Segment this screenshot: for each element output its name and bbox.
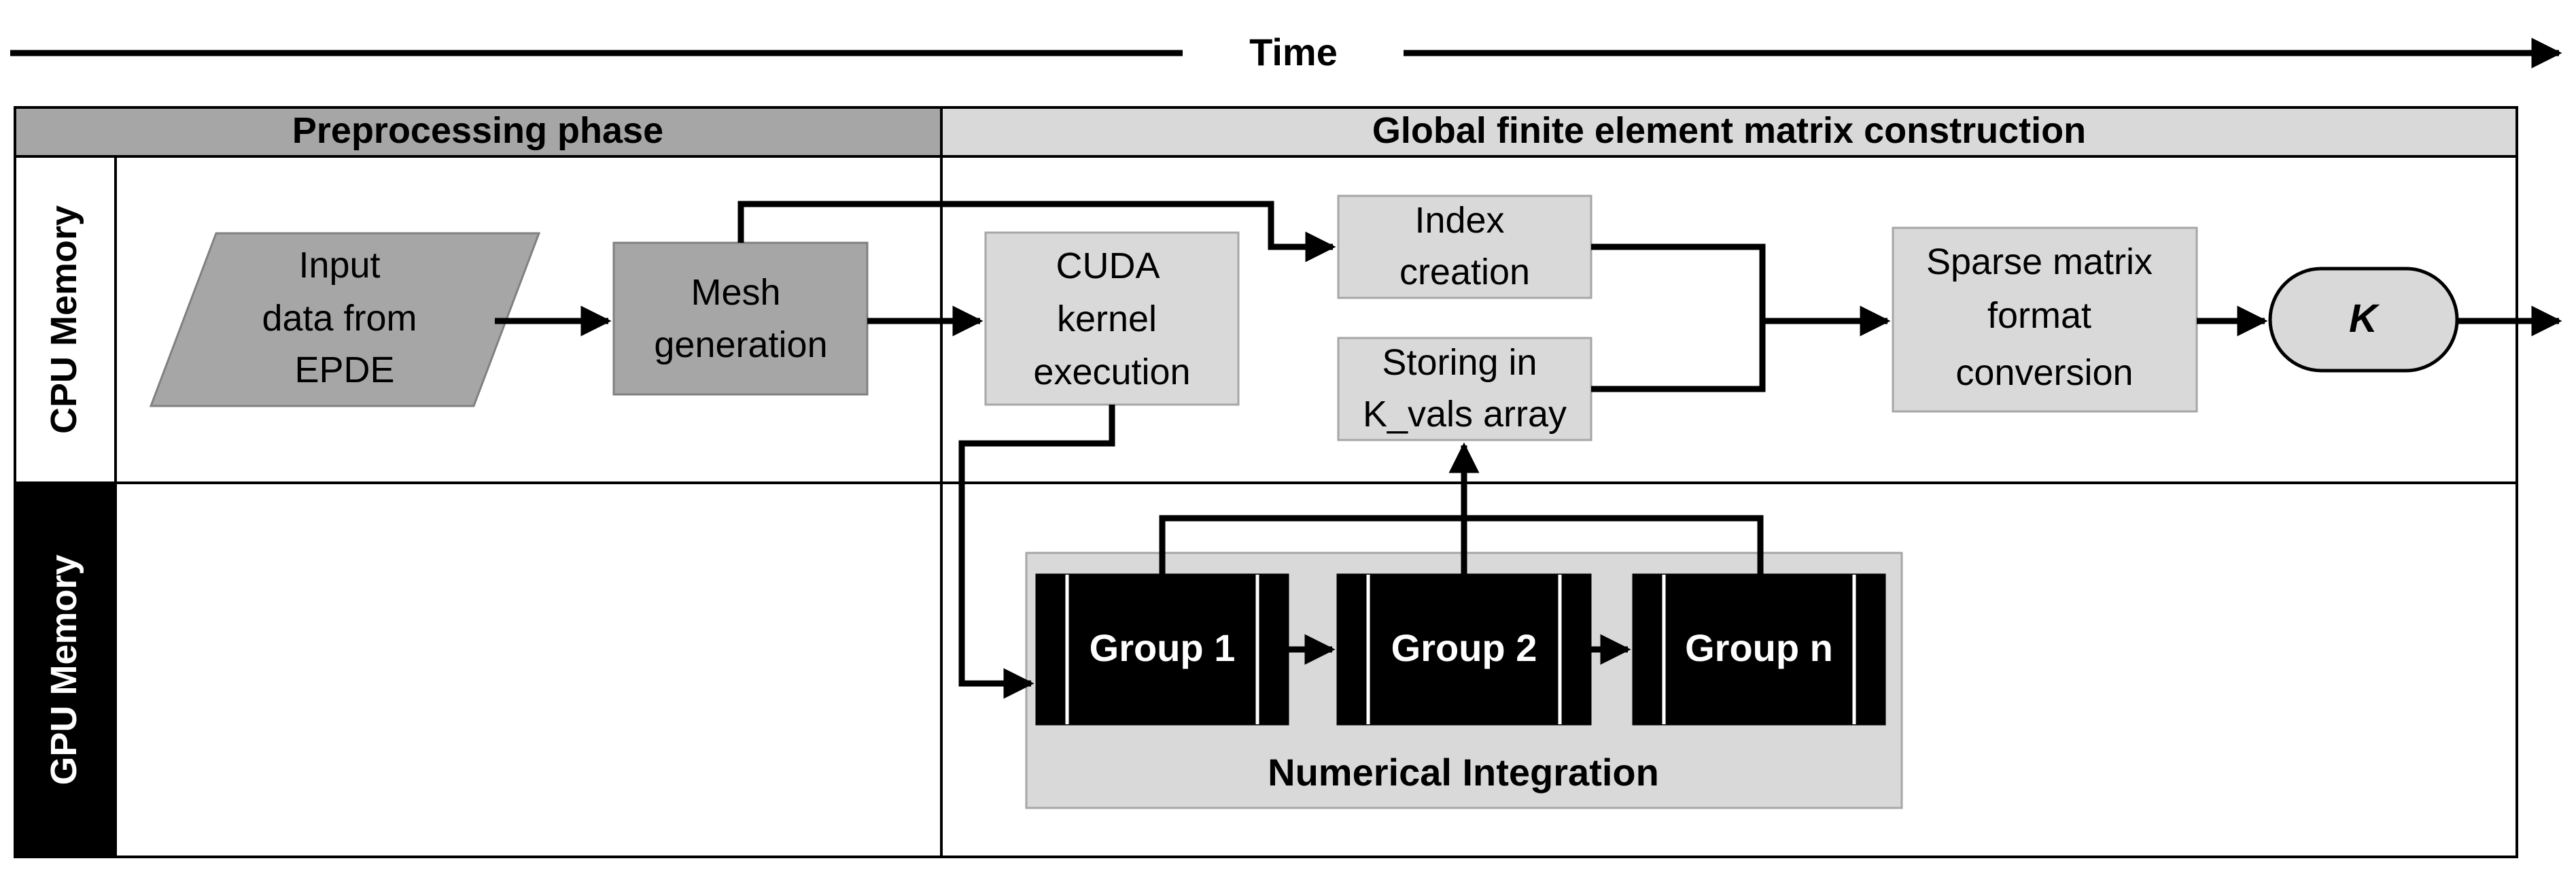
time-axis-label: Time (1249, 31, 1338, 73)
sparse-conversion-node (1892, 226, 2198, 413)
storing-kvals-node (1337, 337, 1592, 441)
cuda-kernel-node (984, 231, 1240, 406)
sparse-conversion-label: Sparse matrix format conversion (1926, 241, 2163, 393)
group-n-label: Group n (1685, 626, 1833, 669)
gpu-lane-label-box (14, 481, 117, 858)
preprocessing-header-label: Preprocessing phase (292, 110, 663, 151)
cpu-lane-label: CPU Memory (43, 205, 84, 434)
k-result-label: K (2349, 297, 2380, 341)
group-1-label: Group 1 (1090, 626, 1236, 669)
mesh-generation-label: Mesh generation (654, 272, 827, 365)
index-creation-label: Index creation (1399, 200, 1530, 292)
group-1-block: Group 1 (1035, 573, 1289, 726)
connector-storing-to-merge (1591, 321, 1766, 392)
group-n-block: Group n (1632, 573, 1886, 726)
cuda-kernel-label: CUDA kernel execution (1033, 246, 1190, 392)
global-construction-header-label: Global finite element matrix constructio… (1372, 110, 2086, 151)
arrow-cuda-to-group1 (958, 405, 1115, 699)
cpu-lane-label-box (14, 155, 117, 484)
gpu-lane-label: GPU Memory (43, 554, 84, 785)
input-data-node (149, 232, 541, 407)
input-data-label: Input data from EPDE (262, 245, 427, 390)
numerical-integration-label: Numerical Integration (1268, 751, 1659, 794)
group-2-label: Group 2 (1391, 626, 1537, 669)
arrow-mesh-to-index (737, 201, 1336, 263)
index-creation-node (1337, 194, 1592, 299)
group-2-block: Group 2 (1336, 573, 1592, 726)
storing-kvals-label: Storing in K_vals array (1363, 342, 1567, 435)
global-construction-header (940, 106, 2518, 158)
connector-index-to-merge (1591, 243, 1766, 321)
mesh-generation-node (612, 241, 869, 396)
